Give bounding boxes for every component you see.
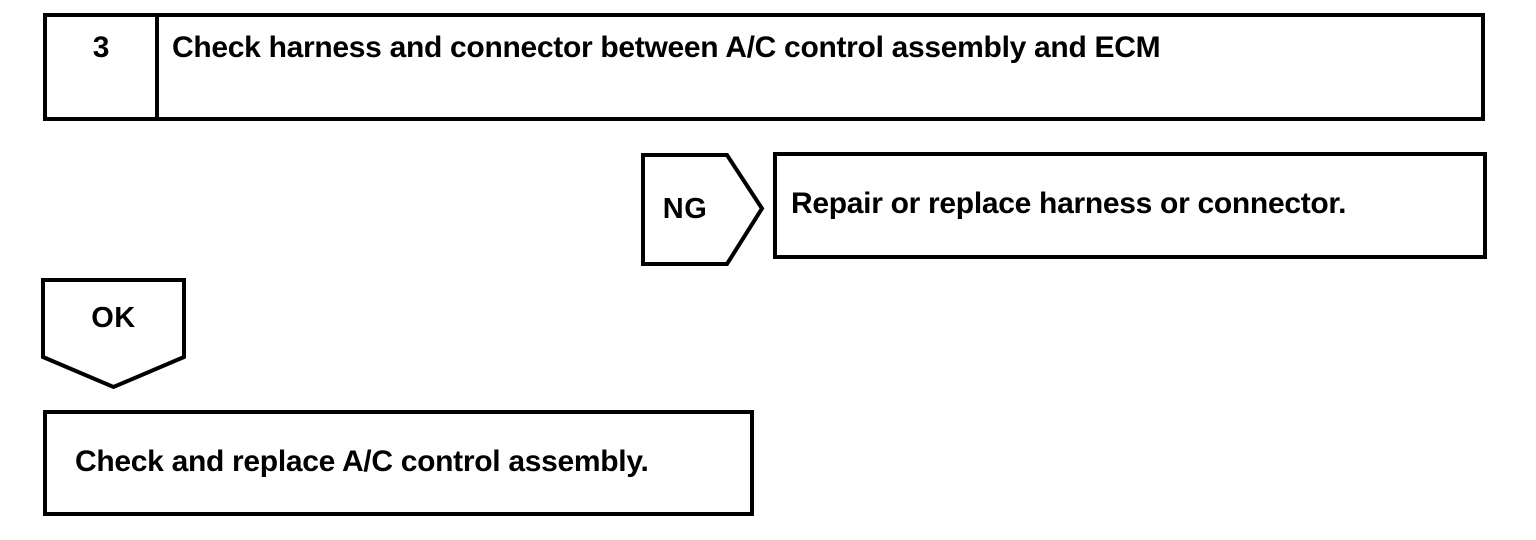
- step-instruction-text: Check harness and connector between A/C …: [172, 31, 1161, 64]
- pentagon-down-icon: [41, 278, 186, 390]
- ng-connector: NG: [641, 153, 766, 266]
- ng-result-box: Repair or replace harness or connector.: [773, 152, 1487, 259]
- ok-result-text: Check and replace A/C control assembly.: [75, 445, 649, 478]
- step-number: 3: [47, 17, 159, 117]
- ok-result-box: Check and replace A/C control assembly.: [43, 410, 754, 516]
- pentagon-right-icon: [641, 153, 765, 266]
- ng-label: NG: [662, 193, 708, 225]
- ok-connector: OK: [41, 276, 186, 390]
- step-box: 3 Check harness and connector between A/…: [43, 13, 1485, 121]
- ng-result-text: Repair or replace harness or connector.: [791, 186, 1347, 220]
- ok-label: OK: [91, 302, 136, 334]
